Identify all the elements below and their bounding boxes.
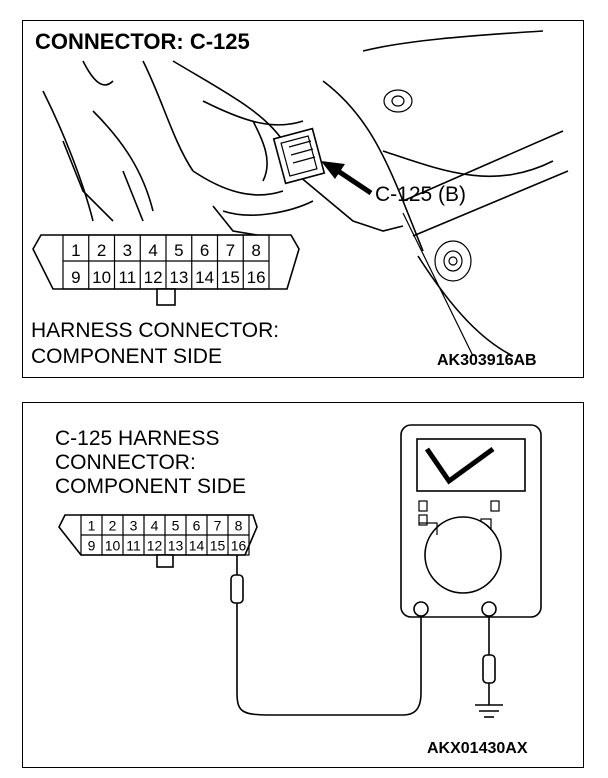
pin-number: 11 <box>119 268 137 287</box>
pin-number: 7 <box>226 241 235 260</box>
pin-number: 12 <box>147 538 163 554</box>
pin-number: 1 <box>88 518 96 534</box>
pin-number: 9 <box>71 268 80 287</box>
probe-lead <box>230 555 422 716</box>
pin-number: 7 <box>214 518 222 534</box>
connector-c125-in-vehicle <box>272 127 326 185</box>
pin-number: 2 <box>109 518 117 534</box>
voltmeter <box>400 424 542 618</box>
pin-number: 11 <box>126 538 141 554</box>
voltage-measurement-illustration: C-125 HARNESS CONNECTOR: COMPONENT SIDE … <box>55 424 542 757</box>
input-terminal-icon <box>481 601 497 617</box>
pin-number: 16 <box>231 538 247 554</box>
pin-number: 14 <box>195 268 214 287</box>
connector-label-line-3: COMPONENT SIDE <box>55 475 246 498</box>
pin-number: 10 <box>92 268 111 287</box>
pin-number: 4 <box>151 518 159 534</box>
pin-number: 16 <box>247 268 266 287</box>
pin-number: 6 <box>200 241 209 260</box>
pin-number: 12 <box>144 268 163 287</box>
pin-number: 9 <box>88 538 96 554</box>
pin-number: 10 <box>105 538 121 554</box>
callout-leader-line <box>402 212 474 357</box>
ground-icon <box>475 704 503 718</box>
measurement-panel: C-125 HARNESS CONNECTOR: COMPONENT SIDE … <box>22 402 584 768</box>
figure-code: AKX01430AX <box>427 740 528 757</box>
selector-dial <box>424 516 502 594</box>
pin-number: 15 <box>221 268 240 287</box>
pin-number: 6 <box>193 518 201 534</box>
panel-title: CONNECTOR: C-125 <box>35 29 250 54</box>
pin-number: 13 <box>168 538 184 554</box>
connector-label-line-1: C-125 HARNESS <box>55 427 220 450</box>
pin-number: 14 <box>189 538 205 554</box>
pin-number: 1 <box>71 241 80 260</box>
caption-line-2: COMPONENT SIDE <box>31 345 222 368</box>
caption-line-1: HARNESS CONNECTOR: <box>31 319 279 342</box>
pin-number: 8 <box>251 241 260 260</box>
pin-number: 3 <box>130 518 138 534</box>
pin-number: 5 <box>172 518 180 534</box>
location-arrow <box>321 161 373 196</box>
engine-bay-drawing <box>42 30 569 357</box>
figure-code: AK303916AB <box>437 352 537 369</box>
connector-callout: C-125 (B) <box>375 183 466 206</box>
ground-lead <box>475 616 503 718</box>
pin-number: 5 <box>174 241 183 260</box>
pin-number: 2 <box>97 241 106 260</box>
pin-number: 3 <box>123 241 132 260</box>
pin-number: 4 <box>148 241 157 260</box>
pin-number: 15 <box>210 538 226 554</box>
pin-number: 13 <box>169 268 188 287</box>
connector-label-line-2: CONNECTOR: <box>55 451 196 474</box>
pin-number: 8 <box>235 518 243 534</box>
voltage-symbol-icon <box>424 446 495 485</box>
com-terminal-icon <box>413 601 429 617</box>
